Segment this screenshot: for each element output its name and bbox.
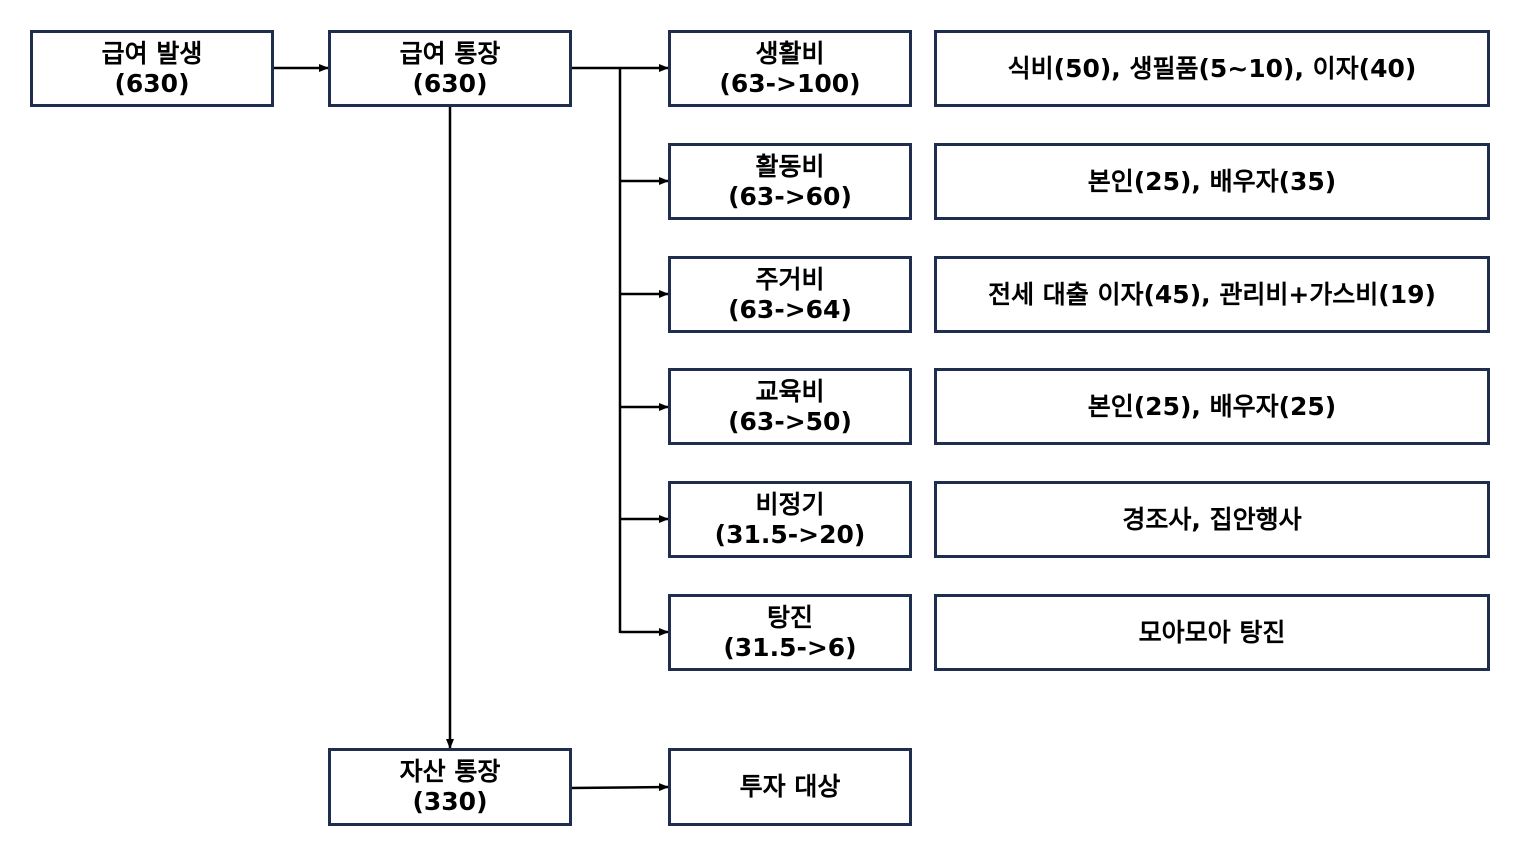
investment-box: 투자 대상 xyxy=(668,748,912,826)
arrow-asset-to-investment xyxy=(569,783,669,792)
category-amount: (63->60) xyxy=(728,181,852,211)
category-detail: 본인(25), 배우자(25) xyxy=(1087,391,1337,421)
category-amount: (31.5->20) xyxy=(714,519,866,549)
category-amount: (63->64) xyxy=(728,294,852,324)
category-detail: 본인(25), 배우자(35) xyxy=(1087,166,1337,196)
category-name: 탕진 xyxy=(766,602,813,632)
salary-account-amount: (630) xyxy=(412,68,488,98)
category-detail-box-6: 모아모아 탕진 xyxy=(934,594,1490,671)
asset-account-box: 자산 통장 (330) xyxy=(328,748,572,826)
category-detail-box-3: 전세 대출 이자(45), 관리비+가스비(19) xyxy=(934,256,1490,333)
category-detail: 식비(50), 생필품(5~10), 이자(40) xyxy=(1007,53,1417,83)
investment-label: 투자 대상 xyxy=(739,772,841,801)
salary-source-label: 급여 발생 xyxy=(101,38,203,68)
salary-source-box: 급여 발생 (630) xyxy=(30,30,274,107)
category-amount: (63->50) xyxy=(728,406,852,436)
category-detail-box-4: 본인(25), 배우자(25) xyxy=(934,368,1490,445)
category-box-2: 활동비 (63->60) xyxy=(668,143,912,220)
category-box-5: 비정기 (31.5->20) xyxy=(668,481,912,558)
category-box-1: 생활비 (63->100) xyxy=(668,30,912,107)
category-name: 비정기 xyxy=(755,489,825,519)
category-detail: 모아모아 탕진 xyxy=(1138,617,1286,647)
category-name: 활동비 xyxy=(755,151,825,181)
category-amount: (63->100) xyxy=(719,68,861,98)
category-detail-box-1: 식비(50), 생필품(5~10), 이자(40) xyxy=(934,30,1490,107)
category-box-6: 탕진 (31.5->6) xyxy=(668,594,912,671)
category-detail: 경조사, 집안행사 xyxy=(1122,504,1302,534)
category-detail: 전세 대출 이자(45), 관리비+가스비(19) xyxy=(988,279,1436,309)
category-name: 주거비 xyxy=(755,264,825,294)
category-amount: (31.5->6) xyxy=(723,632,857,662)
category-detail-box-5: 경조사, 집안행사 xyxy=(934,481,1490,558)
category-detail-box-2: 본인(25), 배우자(35) xyxy=(934,143,1490,220)
asset-account-label: 자산 통장 xyxy=(399,757,501,786)
salary-account-box: 급여 통장 (630) xyxy=(328,30,572,107)
category-name: 생활비 xyxy=(755,38,825,68)
salary-account-label: 급여 통장 xyxy=(399,38,501,68)
salary-source-amount: (630) xyxy=(114,68,190,98)
asset-account-amount: (330) xyxy=(412,787,488,816)
category-box-4: 교육비 (63->50) xyxy=(668,368,912,445)
category-box-3: 주거비 (63->64) xyxy=(668,256,912,333)
category-name: 교육비 xyxy=(755,376,825,406)
